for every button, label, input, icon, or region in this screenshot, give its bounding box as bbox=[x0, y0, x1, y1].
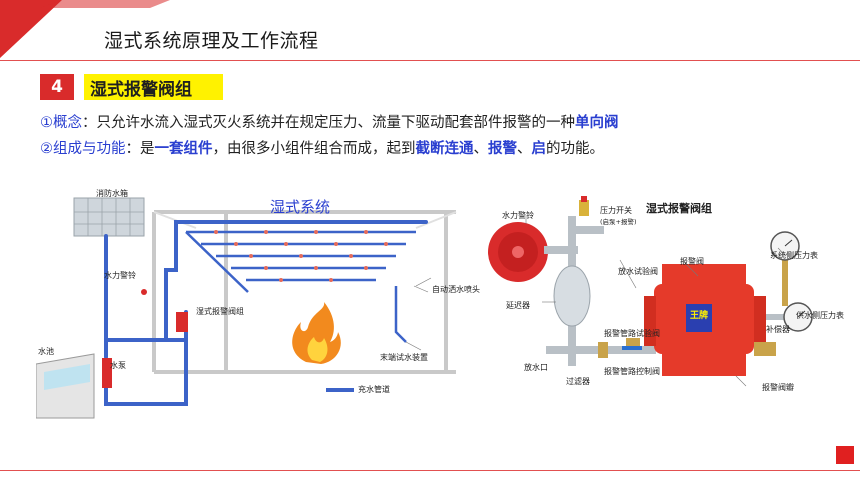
definition-term: 概念 bbox=[53, 115, 82, 131]
definition-text: 只允许水流入湿式灭火系统并在规定压力、流量下驱动配套部件报警的一种 bbox=[96, 115, 576, 131]
compensator-icon bbox=[754, 342, 776, 356]
section-heading: 湿式报警阀组 bbox=[84, 74, 223, 100]
definition-line: ①概念：只允许水流入湿式灭火系统并在规定压力、流量下驱动配套部件报警的一种单向阀 bbox=[40, 111, 619, 132]
label-system-gauge: 系统侧压力表 bbox=[770, 251, 818, 260]
label-valve-group: 湿式报警阀组 bbox=[196, 307, 244, 316]
label-drain: 放水口 bbox=[524, 363, 548, 372]
definition-colon: ： bbox=[82, 115, 97, 131]
label-filter: 过滤器 bbox=[566, 377, 590, 386]
water-bell-icon bbox=[488, 222, 578, 282]
corner-decoration bbox=[0, 0, 170, 58]
wet-system-diagram bbox=[36, 197, 457, 419]
label-end-test: 末端试水装置 bbox=[380, 353, 428, 362]
function-highlight-3: 报警 bbox=[488, 141, 517, 157]
supply-pressure-gauge bbox=[766, 302, 813, 332]
label-bell: 水力警铃 bbox=[502, 211, 534, 220]
valve-brand-logo: 王牌 bbox=[690, 311, 709, 321]
title-divider bbox=[0, 60, 860, 61]
alarm-bell-icon bbox=[141, 289, 147, 295]
label-tank: 消防水箱 bbox=[96, 189, 128, 198]
branch-pipes bbox=[185, 230, 416, 343]
alarm-valve-diagram bbox=[488, 196, 813, 387]
function-text-1: 是 bbox=[140, 141, 155, 157]
section-number: 4 bbox=[40, 74, 74, 100]
label-pool: 水池 bbox=[38, 347, 54, 356]
label-retard: 延迟器 bbox=[506, 301, 530, 310]
function-colon: ： bbox=[125, 141, 141, 157]
function-highlight-4: 启 bbox=[531, 141, 547, 157]
definition-marker: ① bbox=[40, 115, 53, 131]
function-sep-2: 、 bbox=[517, 141, 532, 157]
label-pressure-switch: 压力开关 bbox=[600, 206, 632, 215]
function-text-2: ，由很多小组件组合而成，起到 bbox=[212, 141, 416, 157]
filter-icon bbox=[598, 342, 608, 358]
label-alarm-pipe-ctrl: 报警管路控制阀 bbox=[604, 367, 660, 376]
fire-icon bbox=[292, 302, 341, 364]
legend-pipe-swatch bbox=[326, 388, 354, 392]
label-valve-body: 报警阀瓣 bbox=[762, 383, 794, 392]
wet-system-title: 湿式系统 bbox=[270, 198, 331, 216]
water-tank bbox=[73, 197, 145, 237]
function-highlight-1: 一套组件 bbox=[154, 141, 213, 157]
alarm-valve-title: 湿式报警阀组 bbox=[646, 202, 712, 215]
valve-group-icon bbox=[176, 312, 188, 332]
label-pressure-switch-note: (启泵+报警) bbox=[600, 218, 637, 226]
system-pressure-gauge bbox=[770, 231, 800, 306]
label-alarm-bell: 水力警铃 bbox=[104, 271, 136, 280]
definition-highlight: 单向阀 bbox=[575, 115, 619, 131]
water-pool bbox=[36, 353, 95, 419]
label-drain-test: 放水试验阀 bbox=[618, 267, 658, 276]
function-highlight-2: 截断连通 bbox=[415, 141, 474, 157]
function-line: ②组成与功能：是一套组件，由很多小组件组合而成，起到截断连通、报警、启的功能。 bbox=[40, 137, 604, 158]
page-title: 湿式系统原理及工作流程 bbox=[104, 30, 319, 52]
alarm-valve-body bbox=[644, 264, 766, 376]
pump-icon bbox=[102, 358, 112, 388]
label-supply-gauge: 供水侧压力表 bbox=[796, 311, 844, 320]
sprinkler-heads bbox=[214, 230, 388, 282]
label-pump: 水泵 bbox=[110, 361, 126, 370]
label-compensator: 补偿器 bbox=[766, 325, 790, 334]
footer-divider bbox=[0, 470, 860, 471]
footer-square bbox=[836, 446, 854, 464]
function-term: 组成与功能 bbox=[53, 141, 126, 157]
building-frame bbox=[152, 210, 456, 374]
function-text-3: 的功能。 bbox=[546, 141, 604, 157]
retard-chamber-icon bbox=[553, 265, 591, 327]
label-alarm-valve: 报警阀 bbox=[680, 257, 704, 266]
function-marker: ② bbox=[40, 141, 53, 157]
pressure-switch-icon bbox=[579, 196, 589, 216]
function-sep-1: 、 bbox=[473, 141, 489, 157]
label-alarm-pipe-test: 报警管路试验阀 bbox=[604, 329, 660, 338]
label-legend-pipe: 充水管道 bbox=[358, 385, 390, 394]
label-sprinkler: 自动洒水喷头 bbox=[432, 285, 480, 294]
